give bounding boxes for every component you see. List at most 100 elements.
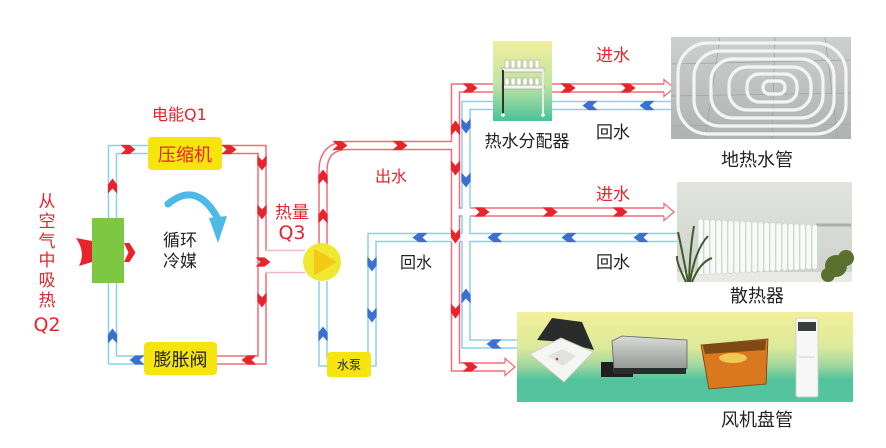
radiator-photo	[675, 182, 854, 283]
hot-flow-arrow-icon	[450, 228, 461, 244]
heat-output-label-line2: Q3	[278, 222, 305, 244]
hot-flow-arrow-icon	[257, 155, 267, 171]
plant-left	[675, 225, 713, 283]
hot-flow-arrow-icon	[560, 83, 576, 93]
floor-heating-coils	[676, 41, 848, 136]
radiator-fin	[811, 224, 818, 270]
cold-flow-arrow-icon	[367, 256, 377, 272]
hot-flow-arrow-icon	[392, 140, 408, 151]
energy-input-label: 电能Q1	[152, 105, 207, 124]
hot-flow-arrow-icon	[257, 292, 267, 308]
manifold-bar-upper	[501, 67, 545, 73]
floor-return-label: 回水	[596, 123, 630, 143]
compressor-box[interactable]	[148, 137, 222, 170]
refrigerant-discharge-pipe-outline	[217, 144, 267, 365]
radiator-supply-end-arrow-icon	[663, 202, 676, 222]
evaporator-box	[92, 218, 124, 283]
expansion-valve-label: 膨胀阀	[154, 350, 208, 371]
hot-flow-arrow-icon	[257, 204, 267, 220]
hot-water-outlet-pipe-outline	[318, 140, 456, 245]
flow-arrows	[107, 83, 655, 372]
pump-label: 水泵	[337, 358, 361, 372]
pump-tag: 水泵	[327, 352, 371, 377]
cold-flow-arrow-icon	[461, 288, 471, 304]
cold-flow-arrow-icon	[412, 232, 428, 243]
manifold-foot	[501, 113, 505, 117]
radiator-floor	[677, 272, 852, 282]
hot-flow-arrow-icon	[332, 140, 348, 151]
radiator-supply-label: 进水	[596, 185, 630, 205]
cold-flow-arrow-icon	[367, 307, 377, 323]
compressor[interactable]: 压缩机	[148, 137, 222, 170]
manifold-bar-lower	[501, 84, 545, 90]
cold-flow-arrow-icon	[582, 100, 598, 111]
manifold-foot	[541, 113, 545, 117]
radiator-fin	[757, 221, 764, 273]
air-heat-source-char: Q2	[33, 314, 60, 336]
hot-water-outlet-pipe	[319, 142, 456, 245]
circulation-pump[interactable]	[303, 243, 341, 281]
hot-flow-arrow-icon	[542, 207, 558, 217]
refrigerant-label-line2: 冷媒	[163, 252, 197, 272]
radiator-fin	[781, 222, 788, 272]
refrigerant-label-line1: 循环	[163, 231, 197, 251]
hot-flow-arrow-icon	[241, 355, 257, 365]
hot-flow-arrow-icon	[318, 208, 328, 224]
radiator-fin	[715, 219, 722, 275]
radiator-return-label: 回水	[596, 253, 630, 273]
manifold-label: 热水分配器	[485, 132, 570, 152]
air-heat-source-label: 从 空 气 中 吸 热 Q2	[33, 192, 60, 336]
ducted-unit-image	[601, 335, 688, 377]
outlet-water-label: 出水	[375, 167, 407, 186]
fancoil-supply-end-arrow-icon	[504, 357, 517, 377]
cold-flow-arrow-icon	[107, 328, 118, 344]
pump-direction-icon	[314, 248, 337, 276]
cold-flow-arrow-icon	[639, 100, 655, 111]
air-heat-source-char: 气	[39, 232, 56, 252]
cassette-unit-image	[529, 318, 594, 383]
radiator-label: 散热器	[730, 286, 784, 307]
hot-flow-arrow-icon	[450, 120, 461, 136]
hot-flow-arrow-icon	[255, 257, 271, 267]
cold-flow-arrow-icon	[561, 232, 577, 243]
air-heat-source-char: 空	[39, 212, 56, 232]
air-heat-inflow-icon	[76, 238, 92, 266]
radiator-fin	[751, 221, 758, 273]
expansion-valve[interactable]: 膨胀阀	[144, 342, 217, 375]
floor-standing-unit-image	[700, 338, 769, 390]
radiator-fin	[805, 224, 812, 270]
refrigerant-discharge-pipe	[217, 146, 266, 364]
refrigerant-cycle: 循环 冷媒	[163, 191, 227, 272]
hot-flow-arrow-icon	[462, 362, 478, 372]
hot-flow-arrow-icon	[120, 144, 136, 155]
hot-water-distribution-pipe	[452, 84, 668, 371]
tower-unit-image	[795, 317, 819, 398]
hot-flow-arrow-icon	[620, 83, 636, 93]
radiator-fin	[709, 219, 716, 275]
cold-flow-arrow-icon	[486, 339, 502, 349]
return-water-label: 回水	[400, 253, 432, 272]
evaporator	[76, 218, 136, 283]
radiator-fin	[787, 223, 794, 271]
cold-flow-arrow-icon	[318, 326, 328, 342]
hot-flow-arrow-icon	[221, 144, 237, 155]
manifold-photo	[493, 41, 552, 121]
radiator-fin	[799, 223, 806, 271]
pump-tag-box	[327, 352, 371, 377]
radiator-fin	[763, 222, 770, 273]
expansion-valve-box[interactable]	[144, 342, 217, 375]
air-heat-source-char: 热	[39, 291, 56, 311]
radiator-fin	[739, 220, 746, 274]
air-heat-source-char: 吸	[39, 271, 56, 291]
radiator-fin	[769, 222, 776, 272]
air-heat-source-char: 从	[39, 192, 56, 212]
manifold-valves	[504, 59, 540, 86]
radiator-fin	[745, 221, 752, 273]
cold-flow-arrow-icon	[633, 232, 649, 243]
compressor-label: 压缩机	[158, 145, 212, 166]
cycle-arrowhead-icon	[209, 216, 227, 243]
cold-flow-arrow-icon	[487, 232, 503, 243]
radiator-fin	[727, 220, 734, 274]
air-heat-source-char: 中	[39, 251, 56, 271]
evaporator-outflow-arrow-icon	[124, 243, 136, 262]
